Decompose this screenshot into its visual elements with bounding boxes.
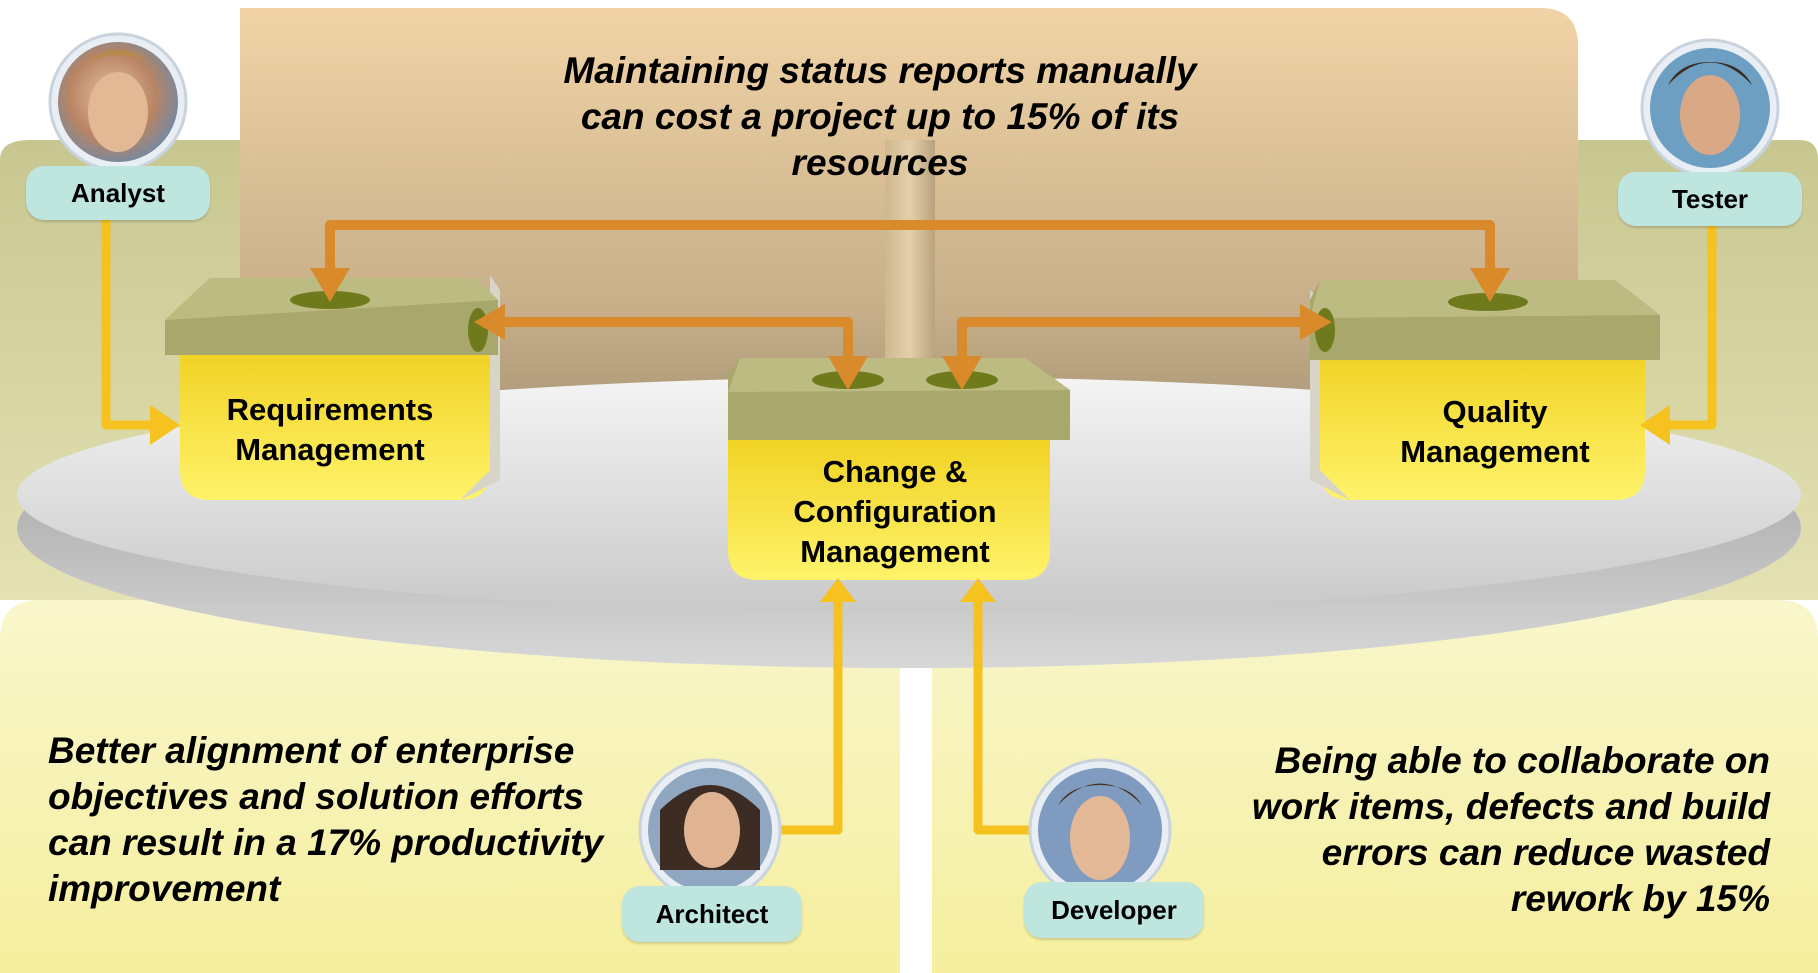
bottom-left-callout: Better alignment of enterprise objective… [48,730,604,909]
role-arrows [101,212,1717,835]
architect-avatar [638,758,782,902]
architect-label: Architect [622,886,802,942]
change-box-shape [728,358,1070,580]
role-arrowheads [150,405,1670,602]
arrow-change-quality [957,317,1318,372]
orange-arrows [325,220,1495,372]
center-post [885,140,935,400]
orange-arrowheads [310,268,1510,390]
arrow-architect [772,600,843,835]
tester-avatar [1640,38,1780,178]
developer-label: Developer [1024,882,1204,938]
quality-box-shape [1310,280,1660,500]
quality-management-label: Quality Management [1400,394,1590,469]
arrow-developer [973,600,1040,835]
analyst-label: Analyst [26,166,210,220]
arrow-analyst [101,212,150,430]
tester-label: Tester [1618,172,1802,226]
bottom-right-callout: Being able to collaborate on work items,… [1251,740,1770,919]
arrow-req-change [490,317,853,372]
requirements-management-label: Requirements Management [226,392,434,467]
change-configuration-management-label: Change & Configuration Management [793,454,997,569]
bottom-right-panel [932,600,1818,973]
top-callout: Maintaining status reports manually can … [563,50,1197,183]
arrow-req-quality [325,220,1495,288]
developer-avatar [1028,758,1172,902]
analyst-avatar [48,32,188,172]
arrow-tester [1670,220,1717,430]
